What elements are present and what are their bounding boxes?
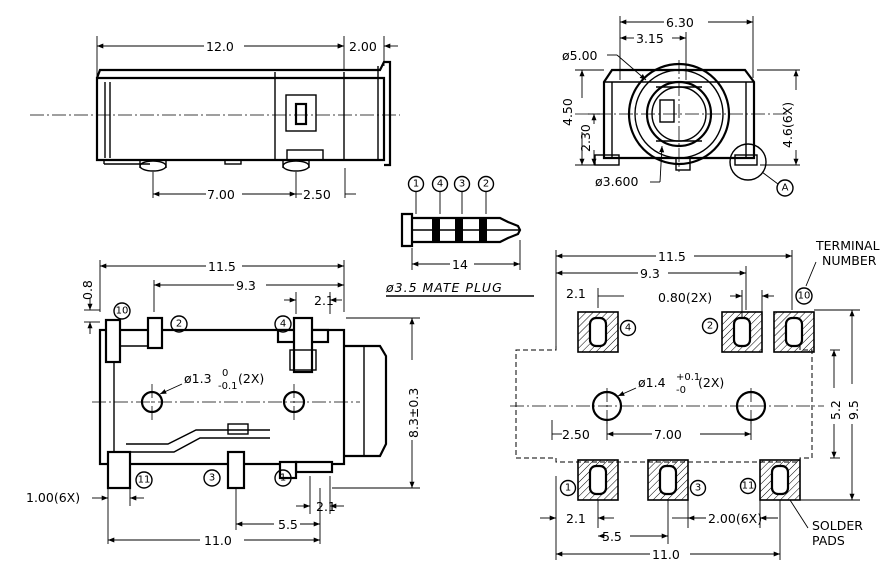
pcb-hole-note: ø1.4 — [638, 375, 666, 390]
pcb-hole-tol-lower: -0 — [676, 385, 686, 396]
top-terminal-10: 10 — [116, 306, 129, 317]
pcb-layout: TERMINAL NUMBER 10 11.5 9.3 2.1 0.80(2X) — [510, 238, 880, 562]
front-center-dim: 3.15 — [636, 31, 664, 46]
side-pin-offset-dim: 2.50 — [303, 187, 331, 202]
top-pin-width-dim: 2.1 — [314, 293, 334, 308]
top-terminal-1: 1 — [280, 473, 286, 484]
terminal-number-label-1: TERMINAL — [815, 238, 880, 253]
pcb-pad-span-dim: 9.3 — [640, 266, 660, 281]
front-terminal-height-dim: 4.6(6X) — [780, 102, 795, 148]
front-outer-dia-dim: ø5.00 — [562, 48, 598, 63]
top-terminal-11: 11 — [138, 475, 151, 486]
top-pin-width-note: 1.00(6X) — [26, 490, 80, 505]
front-axis-height-dim: 2.30 — [578, 124, 593, 152]
side-flange-dim: 2.00 — [349, 39, 377, 54]
side-length-dim: 12.0 — [206, 39, 234, 54]
side-view: 12.0 2.00 7.00 2.50 — [30, 36, 400, 202]
pcb-terminal-3: 3 — [695, 483, 701, 494]
pcb-pad-slot-dim: 0.80(2X) — [658, 290, 712, 305]
plug-contact-2: 2 — [483, 179, 489, 190]
plug-contact-1: 1 — [413, 179, 419, 190]
top-hole-tol-lower: -0.1 — [218, 381, 238, 392]
pcb-bottom-span-dim: 5.5 — [602, 529, 622, 544]
pcb-hole-count: (2X) — [698, 375, 724, 390]
top-terminal-4: 4 — [280, 319, 286, 330]
pcb-hole-offset-dim: 2.50 — [562, 427, 590, 442]
front-height-dim: 4.50 — [560, 98, 575, 126]
pcb-terminal-2: 2 — [707, 321, 713, 332]
side-pin-spacing-dim: 7.00 — [207, 187, 235, 202]
solder-pads-label-1: SOLDER — [812, 518, 863, 533]
terminal-number-label-2: NUMBER — [822, 253, 877, 268]
top-hole-count: (2X) — [238, 371, 264, 386]
top-height-dim: 8.3±0.3 — [406, 388, 421, 438]
detail-a-label: A — [782, 183, 789, 194]
top-bottom-overall-dim: 11.0 — [204, 533, 232, 548]
plug-caption: ø3.5 MATE PLUG — [385, 280, 503, 295]
pcb-overall-dim: 11.5 — [658, 249, 686, 264]
front-inner-dia-dim: ø3.600 — [595, 174, 638, 189]
pcb-terminal-4: 4 — [625, 323, 631, 334]
pcb-terminal-1: 1 — [565, 483, 571, 494]
pcb-hole-spacing-dim: 7.00 — [654, 427, 682, 442]
front-view: 6.30 3.15 ø5.00 A 4.50 — [560, 15, 800, 197]
top-bottom-pin-width-dim: 2.1 — [316, 499, 336, 514]
top-hole-tol-upper: 0 — [222, 368, 228, 379]
top-pin-span-dim: 9.3 — [236, 278, 256, 293]
pcb-hole-tol-upper: +0.1 — [676, 372, 700, 383]
top-hole-note: ø1.3 — [184, 371, 212, 386]
top-terminal-3: 3 — [209, 473, 215, 484]
top-terminal-2: 2 — [176, 319, 182, 330]
pcb-bottom-overall-dim: 11.0 — [652, 547, 680, 562]
pcb-terminal-10: 10 — [798, 291, 811, 302]
pcb-pad-width-note: 2.00(6X) — [708, 511, 762, 526]
pcb-bottom-pad-width-dim: 2.1 — [566, 511, 586, 526]
front-width-dim: 6.30 — [666, 15, 694, 30]
plug-contact-3: 3 — [459, 179, 465, 190]
pcb-row-gap-dim: 5.2 — [828, 400, 843, 420]
pcb-height-dim: 9.5 — [846, 400, 861, 420]
plug-length-dim: 14 — [452, 257, 468, 272]
plug-contact-4: 4 — [437, 179, 443, 190]
top-view: 11.5 9.3 0.8 2.1 ø1.3 0 -0.1 (2 — [26, 259, 421, 548]
pcb-terminal-11: 11 — [742, 481, 755, 492]
top-pin-offset-dim: 0.8 — [80, 280, 95, 300]
top-overall-dim: 11.5 — [208, 259, 236, 274]
mate-plug: 1 4 3 2 14 ø3.5 MATE PLUG — [385, 175, 534, 297]
top-bottom-pin-span-dim: 5.5 — [278, 517, 298, 532]
solder-pads-label-2: PADS — [812, 533, 845, 548]
pcb-pad-width-left-dim: 2.1 — [566, 286, 586, 301]
